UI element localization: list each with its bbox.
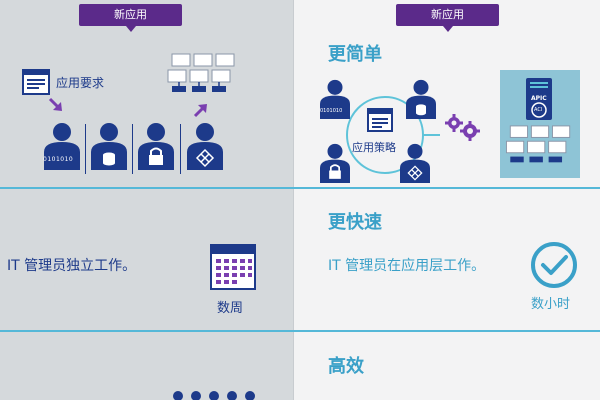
person-separator [132,124,133,174]
row-separator-2 [0,330,600,332]
panel-divider [293,0,294,400]
weeks-label: 数周 [217,301,244,316]
person-database-icon [406,79,436,119]
person-lock-icon [138,123,174,170]
person-separator [180,124,181,174]
person-separator [85,124,86,174]
arrow-down-right-icon [48,97,62,111]
person-network-icon [187,123,223,170]
arrow-up-right-icon [193,104,207,118]
aci-server-stack-icon [505,125,571,163]
dots-indicator-icon [173,391,255,400]
person-code-icon [44,123,80,170]
calendar-icon [210,244,256,290]
person-code-text: 0101010 [320,108,343,114]
server-stack-icon [167,53,235,92]
app-window-icon [22,69,50,95]
clock-check-icon [531,242,577,288]
policy-ring [346,96,440,174]
person-lock-icon [320,143,350,183]
right-panel [293,0,600,400]
person-code-text: 0101010 [43,156,74,163]
left-row2-text: IT 管理员独立工作。 [7,258,137,274]
heading-simpler: 更简单 [328,44,382,65]
person-database-icon [91,123,127,170]
hours-label: 数小时 [531,297,571,312]
row-separator-1 [0,187,600,189]
person-code-icon [320,79,350,119]
left-new-app-badge: 新应用 [79,4,182,32]
apic-server-icon [526,78,552,120]
right-new-app-badge: 新应用 [396,4,499,32]
person-network-icon [400,143,430,183]
heading-faster: 更快速 [328,212,382,233]
heading-efficient: 高效 [328,356,364,377]
apic-label: APIC [531,95,547,102]
policy-window-icon [367,108,393,132]
left-panel [0,0,293,400]
aci-label: ACI [534,107,543,113]
app-requirement-label: 应用要求 [56,76,105,90]
right-row2-text: IT 管理员在应用层工作。 [328,258,486,274]
app-policy-label: 应用策略 [352,141,396,154]
gears-icon [445,114,480,141]
